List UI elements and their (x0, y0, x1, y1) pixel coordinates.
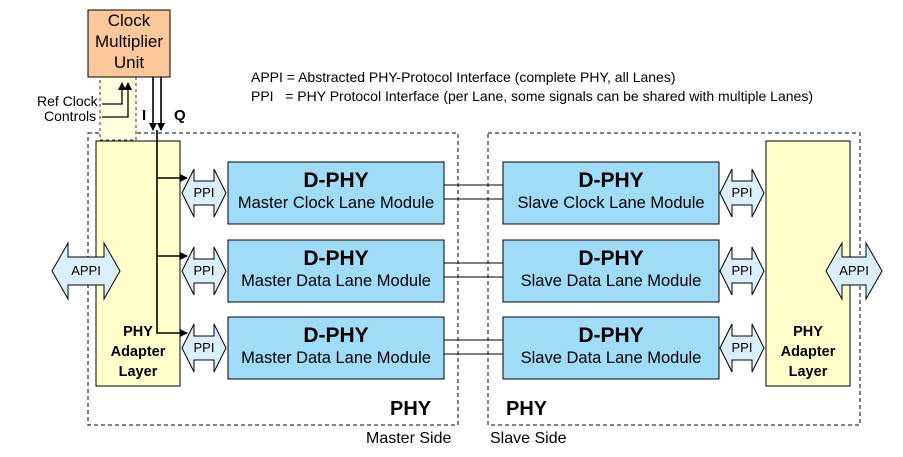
ppi-arrow-slave-2 (719, 246, 765, 296)
master-data-lane-2-box (227, 316, 445, 380)
slave-data-lane-2-box (502, 316, 720, 380)
slave-side-label: Slave Side (490, 430, 567, 447)
adapter-line1: PHY (793, 324, 823, 340)
ppi-label-slave-1: PPI (731, 185, 753, 200)
module-subtitle: Master Data Lane Module (241, 349, 431, 367)
ppi-label-master-2: PPI (193, 263, 215, 278)
legend-ppi: PPI = PHY Protocol Interface (per Lane, … (251, 88, 813, 104)
ppi-arrow-master-3 (181, 323, 227, 373)
module-title: D-PHY (578, 169, 644, 192)
controls-label: Controls (44, 108, 97, 124)
module-subtitle: Slave Data Lane Module (520, 349, 702, 367)
slave-phy-label: PHY (506, 398, 548, 420)
appi-label-master: APPI (71, 263, 101, 278)
ppi-arrow-master-2 (181, 246, 227, 296)
clock-distribution-line-3 (156, 256, 188, 337)
master-data-lane-module-1: D-PHY Master Data Lane Module (228, 240, 444, 302)
ppi-label-slave-2: PPI (731, 263, 753, 278)
ref-clock-line (102, 82, 126, 105)
lane-interconnects (444, 184, 503, 355)
module-title: D-PHY (303, 169, 369, 192)
module-subtitle: Master Clock Lane Module (237, 194, 435, 212)
adapter-line2: Adapter (110, 344, 166, 360)
slave-adapter-label: PHY Adapter Layer (766, 322, 850, 382)
ppi-label-slave-3: PPI (731, 340, 753, 355)
master-clock-lane-box (227, 161, 445, 225)
master-adapter-label: PHY Adapter Layer (96, 322, 180, 382)
module-subtitle: Slave Clock Lane Module (517, 194, 705, 212)
adapter-line2: Adapter (780, 344, 836, 360)
module-subtitle: Slave Data Lane Module (520, 272, 702, 290)
legend-appi: APPI = Abstracted PHY-Protocol Interface… (251, 69, 676, 85)
clock-unit-line2: Multiplier (94, 32, 164, 51)
module-title: D-PHY (303, 324, 369, 347)
module-subtitle: Master Data Lane Module (241, 272, 431, 290)
appi-arrow-slave (825, 241, 883, 301)
clock-multiplier-unit: Clock Multiplier Unit (88, 10, 170, 77)
master-phy-label: PHY (390, 398, 432, 420)
appi-arrow-master (51, 241, 121, 301)
module-title: D-PHY (303, 247, 369, 270)
ppi-label-master-1: PPI (193, 185, 215, 200)
ref-clock-label: Ref Clock (37, 93, 98, 109)
clock-unit-line3: Unit (113, 53, 145, 72)
master-data-lane-1-box (227, 239, 445, 303)
master-side-label: Master Side (366, 430, 452, 447)
clock-unit-line1: Clock (107, 11, 151, 30)
adapter-line3: Layer (118, 364, 158, 380)
controls-line (102, 82, 132, 118)
module-title: D-PHY (578, 247, 644, 270)
q-label: Q (174, 107, 186, 124)
slave-clock-lane-box (502, 161, 720, 225)
slave-data-lane-1-box (502, 239, 720, 303)
i-label: I (142, 107, 147, 124)
ppi-arrow-master-1 (181, 168, 227, 218)
module-title: D-PHY (578, 324, 644, 347)
slave-clock-lane-module: D-PHY Slave Clock Lane Module (503, 162, 719, 224)
slave-data-lane-module-2: D-PHY Slave Data Lane Module (503, 317, 719, 379)
ref-clock-region (99, 76, 137, 141)
ppi-arrow-slave-3 (719, 323, 765, 373)
adapter-line3: Layer (788, 364, 828, 380)
master-clock-lane-module: D-PHY Master Clock Lane Module (228, 162, 444, 224)
clock-multiplier-unit-box (87, 9, 171, 78)
master-data-lane-module-2: D-PHY Master Data Lane Module (228, 317, 444, 379)
adapter-line1: PHY (123, 324, 153, 340)
slave-data-lane-module-1: D-PHY Slave Data Lane Module (503, 240, 719, 302)
ppi-arrow-slave-1 (719, 168, 765, 218)
ppi-label-master-3: PPI (193, 340, 215, 355)
appi-label-slave: APPI (839, 263, 869, 278)
